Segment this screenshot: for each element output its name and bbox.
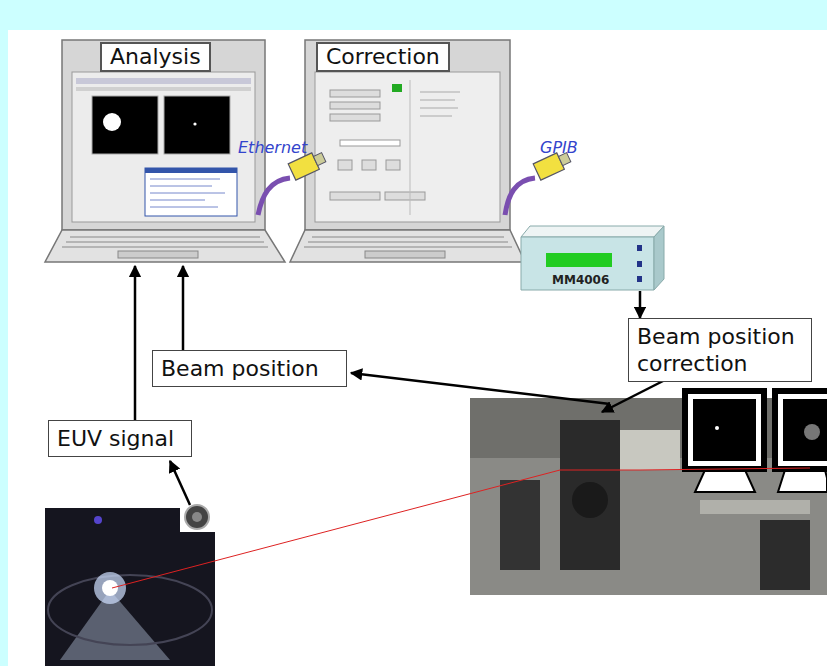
box-text: Beam position correction	[637, 323, 803, 377]
screen-title: Analysis	[100, 42, 211, 72]
signal-arrow	[182, 266, 185, 350]
interface-label: GPIB	[540, 138, 578, 157]
process-box: Beam position	[152, 350, 347, 387]
box-text: EUV signal	[57, 425, 183, 452]
interface-label: Ethernet	[238, 138, 307, 157]
title-holder: Correction	[290, 38, 525, 72]
laptop-node: Correction	[290, 38, 525, 266]
process-box: Beam position correction	[628, 318, 812, 382]
controller-device: MM4006	[520, 225, 665, 291]
signal-arrow	[134, 266, 137, 420]
box-text: Beam position	[161, 355, 338, 382]
process-box: EUV signal	[48, 420, 192, 457]
device-name: MM4006	[552, 273, 665, 287]
title-holder: Analysis	[45, 38, 285, 72]
screen-title: Correction	[316, 42, 450, 72]
signal-arrow	[639, 291, 642, 318]
